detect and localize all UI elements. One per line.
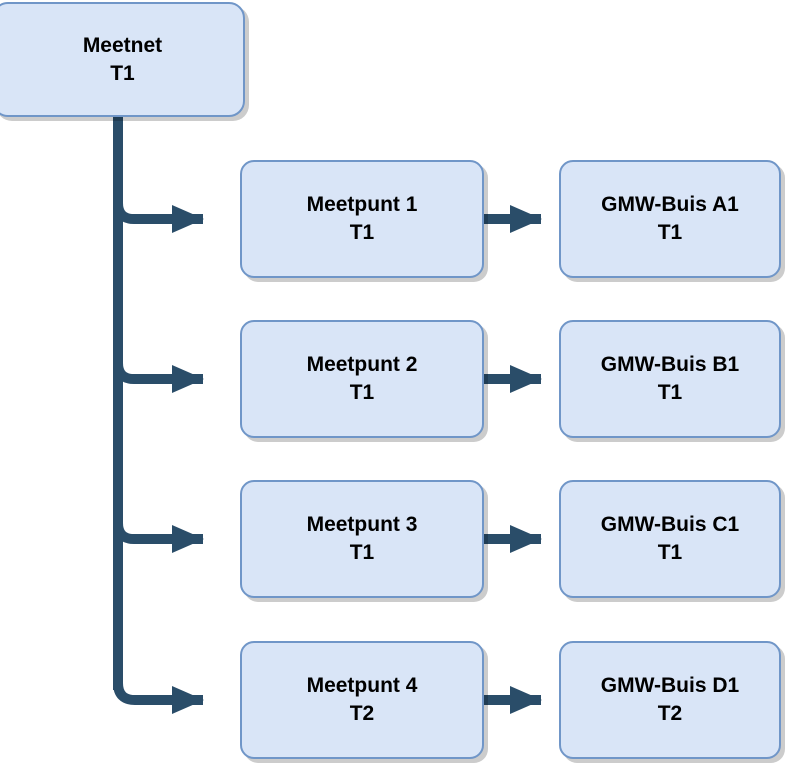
node-gmw-buis-c1[interactable]: GMW-Buis C1 T1 bbox=[559, 480, 781, 598]
node-meetpunt-4[interactable]: Meetpunt 4 T2 bbox=[240, 641, 484, 759]
branch-arrow-2 bbox=[113, 362, 205, 394]
node-meetpunt-2[interactable]: Meetpunt 2 T1 bbox=[240, 320, 484, 438]
node-label-sub: T2 bbox=[657, 702, 683, 725]
node-label-main: GMW-Buis A1 bbox=[601, 193, 739, 217]
node-label-main: Meetpunt 3 bbox=[306, 513, 418, 537]
node-label-sub: T2 bbox=[349, 702, 375, 725]
node-label-main: Meetpunt 2 bbox=[306, 353, 418, 377]
node-label-main: GMW-Buis D1 bbox=[600, 674, 740, 698]
branch-arrow-3 bbox=[113, 522, 205, 554]
root-node-meetnet[interactable]: Meetnet T1 bbox=[0, 2, 245, 117]
node-meetpunt-1[interactable]: Meetpunt 1 T1 bbox=[240, 160, 484, 278]
node-label-main: Meetpunt 4 bbox=[306, 674, 418, 698]
node-label-main: GMW-Buis C1 bbox=[600, 513, 740, 537]
node-label-sub: T1 bbox=[349, 381, 375, 404]
node-label-sub: T1 bbox=[657, 221, 683, 244]
node-gmw-buis-d1[interactable]: GMW-Buis D1 T2 bbox=[559, 641, 781, 759]
branch-arrow-4 bbox=[113, 682, 205, 715]
node-label-sub: T1 bbox=[349, 541, 375, 564]
node-label-sub: T1 bbox=[110, 61, 135, 85]
branch-arrow-1 bbox=[113, 202, 205, 234]
node-label-main: Meetpunt 1 bbox=[306, 193, 418, 217]
node-label-sub: T1 bbox=[657, 381, 683, 404]
node-label-sub: T1 bbox=[349, 221, 375, 244]
node-label-main: Meetnet bbox=[82, 33, 163, 57]
node-gmw-buis-a1[interactable]: GMW-Buis A1 T1 bbox=[559, 160, 781, 278]
node-meetpunt-3[interactable]: Meetpunt 3 T1 bbox=[240, 480, 484, 598]
node-gmw-buis-b1[interactable]: GMW-Buis B1 T1 bbox=[559, 320, 781, 438]
node-label-sub: T1 bbox=[657, 541, 683, 564]
node-label-main: GMW-Buis B1 bbox=[600, 353, 740, 377]
